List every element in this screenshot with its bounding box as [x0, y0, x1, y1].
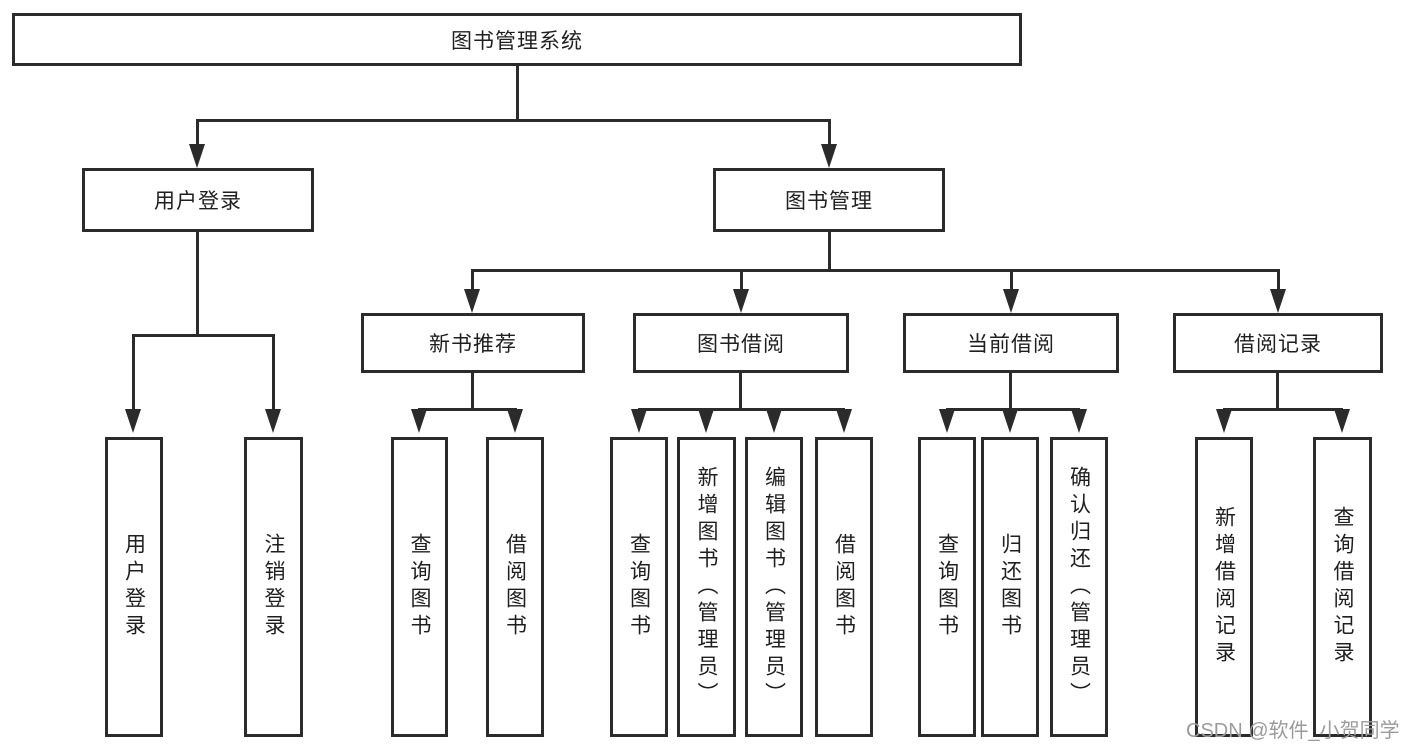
node-book-management: 图书管理 — [713, 168, 945, 232]
leaf-return-books: 归还图书 — [981, 437, 1039, 737]
leaf-label: 查询图书 — [627, 533, 651, 641]
leaf-label: 借阅图书 — [503, 533, 527, 641]
leaf-query-borrow-record: 查询借阅记录 — [1313, 437, 1372, 737]
leaf-label: 归还图书 — [998, 533, 1022, 641]
connector — [418, 408, 517, 411]
connector — [196, 119, 831, 122]
leaf-query-books: 查询图书 — [610, 437, 668, 737]
connector — [638, 408, 845, 411]
arrowhead-down — [411, 409, 427, 433]
leaf-query-books: 查询图书 — [391, 437, 448, 737]
arrowhead-down — [1071, 409, 1087, 433]
leaf-label: 查询图书 — [935, 533, 959, 641]
node-user-login: 用户登录 — [82, 168, 314, 232]
node-new-book-recommend: 新书推荐 — [361, 313, 585, 373]
leaf-label: 确认归还（管理员） — [1067, 465, 1091, 709]
leaf-label: 查询图书 — [408, 533, 431, 641]
node-book-borrowing: 图书借阅 — [633, 313, 849, 373]
leaf-add-books-admin: 新增图书（管理员） — [677, 437, 736, 737]
node-label: 当前借阅 — [967, 333, 1055, 356]
leaf-label: 查询借阅记录 — [1331, 506, 1354, 668]
connector — [828, 119, 831, 149]
leaf-borrow-books: 借阅图书 — [815, 437, 873, 737]
connector — [1276, 373, 1279, 411]
arrowhead-down — [464, 289, 480, 313]
connector — [828, 232, 831, 272]
arrowhead-down — [631, 409, 647, 433]
arrowhead-down — [1334, 409, 1350, 433]
arrowhead-down — [698, 409, 714, 433]
leaf-label: 新增借阅记录 — [1212, 506, 1236, 668]
arrowhead-down — [821, 144, 837, 168]
connector — [132, 334, 275, 337]
connector — [1009, 373, 1012, 411]
arrowhead-down — [766, 409, 782, 433]
leaf-label: 编辑图书（管理员） — [762, 465, 786, 709]
connector — [1277, 269, 1280, 293]
arrowhead-down — [125, 409, 141, 433]
csdn-watermark: CSDN @软件_小贺同学 — [1186, 720, 1400, 742]
leaf-logout: 注销登录 — [244, 437, 303, 737]
connector — [132, 334, 135, 412]
node-label: 用户登录 — [154, 190, 242, 213]
arrowhead-down — [1003, 289, 1019, 313]
connector — [196, 119, 199, 149]
connector — [272, 334, 275, 412]
leaf-query-books: 查询图书 — [918, 437, 976, 737]
connector — [516, 66, 519, 122]
arrowhead-down — [265, 409, 281, 433]
leaf-label: 用户登录 — [122, 533, 146, 641]
connector — [740, 269, 743, 293]
node-label: 图书管理 — [785, 190, 873, 213]
connector — [1223, 408, 1343, 411]
node-label: 借阅记录 — [1234, 333, 1322, 356]
leaf-borrow-books: 借阅图书 — [486, 437, 544, 737]
arrowhead-down — [507, 409, 523, 433]
node-borrowing-records: 借阅记录 — [1173, 313, 1383, 373]
node-label: 新书推荐 — [429, 333, 517, 356]
leaf-add-borrow-record: 新增借阅记录 — [1195, 437, 1253, 737]
arrowhead-down — [189, 144, 205, 168]
node-root-library-system: 图书管理系统 — [12, 13, 1022, 66]
arrowhead-down — [733, 289, 749, 313]
node-label: 图书管理系统 — [451, 29, 583, 53]
connector — [471, 373, 474, 411]
node-label: 图书借阅 — [697, 333, 785, 356]
connector — [1010, 269, 1013, 293]
node-current-borrowing: 当前借阅 — [903, 313, 1119, 373]
connector — [196, 232, 199, 337]
arrowhead-down — [1270, 289, 1286, 313]
leaf-label: 新增图书（管理员） — [695, 465, 718, 709]
leaf-edit-books-admin: 编辑图书（管理员） — [745, 437, 803, 737]
connector — [471, 269, 1280, 272]
connector — [471, 269, 474, 293]
leaf-user-login: 用户登录 — [105, 437, 163, 737]
arrowhead-down — [939, 409, 955, 433]
leaf-confirm-return-admin: 确认归还（管理员） — [1050, 437, 1108, 737]
arrowhead-down — [836, 409, 852, 433]
leaf-label: 借阅图书 — [832, 533, 856, 641]
arrowhead-down — [1216, 409, 1232, 433]
connector — [739, 373, 742, 411]
arrowhead-down — [1002, 409, 1018, 433]
leaf-label: 注销登录 — [262, 533, 285, 641]
